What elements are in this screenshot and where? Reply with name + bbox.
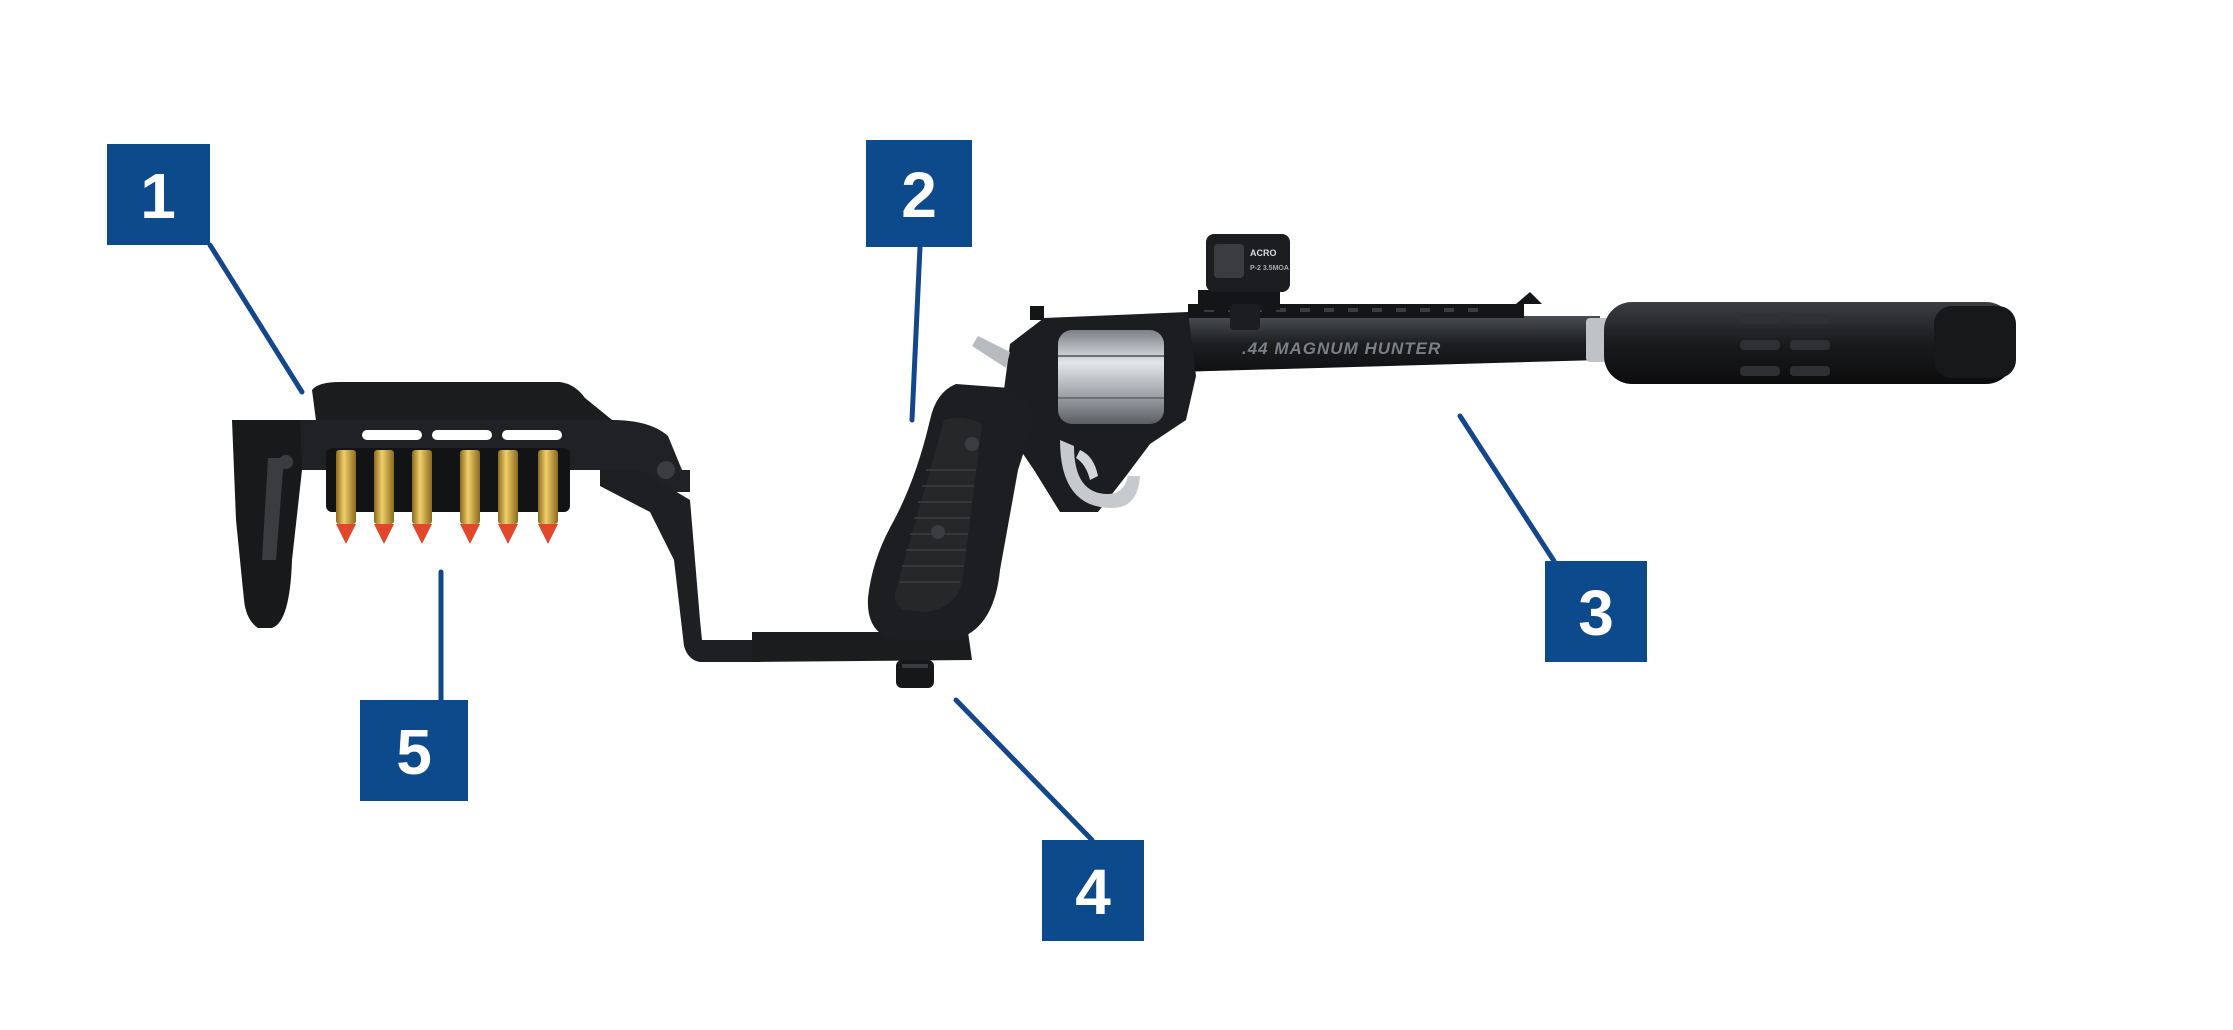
callout-3: 3 — [1545, 561, 1647, 662]
cartridge — [336, 450, 356, 544]
optic-model: P-2 3.5MOA — [1250, 265, 1289, 272]
suppressor-texture — [1740, 314, 1830, 376]
cartridge — [374, 450, 394, 544]
callout-label-1: 1 — [140, 160, 176, 232]
optic-mount — [1198, 290, 1280, 310]
callout-label-3: 3 — [1578, 577, 1614, 649]
callout-box — [1545, 561, 1647, 662]
butt-pad-slot — [262, 458, 284, 560]
trigger — [1076, 450, 1098, 480]
front-sight — [1516, 292, 1542, 304]
suppressor — [1586, 302, 2016, 384]
leader-line-2 — [909, 244, 923, 423]
trigger-guard — [1060, 440, 1140, 508]
barrel-engraving: .44 MAGNUM HUNTER — [1242, 339, 1441, 358]
leader-line-3 — [1457, 413, 1557, 564]
callout-box — [360, 700, 468, 801]
optic-brand: ACRO — [1250, 248, 1277, 258]
callout-box — [1042, 840, 1144, 941]
hinge-knob-grip — [902, 664, 928, 668]
stock-window — [432, 430, 492, 440]
butt-pad-screw — [279, 455, 293, 469]
leader-lines — [207, 242, 1557, 843]
stock-window — [362, 430, 422, 440]
leader-line-1 — [207, 242, 305, 395]
grip-panel — [895, 417, 982, 612]
optic-window — [1214, 244, 1244, 278]
cylinder — [1058, 330, 1164, 424]
barrel — [1160, 316, 1600, 372]
callout-box — [107, 144, 210, 245]
grip-medallion — [965, 437, 979, 451]
callout-5: 5 — [360, 700, 468, 801]
ammo-carrier — [326, 448, 570, 544]
leader-line-4 — [953, 697, 1095, 843]
callout-4: 4 — [1042, 840, 1144, 941]
rear-sight — [1030, 306, 1044, 320]
stock-strut — [600, 470, 760, 662]
stock-window — [502, 430, 562, 440]
cartridge — [538, 450, 558, 544]
suppressor-endcap — [1934, 306, 2016, 378]
callout-box — [866, 140, 972, 247]
red-dot-optic: ACRO P-2 3.5MOA — [1198, 234, 1290, 330]
cartridge — [412, 450, 432, 544]
callout-label-4: 4 — [1075, 856, 1111, 928]
callout-label-5: 5 — [396, 716, 432, 788]
hammer — [972, 336, 1010, 368]
grip-screw — [931, 525, 945, 539]
cartridge — [498, 450, 518, 544]
callout-2: 2 — [866, 140, 972, 247]
revolver: .44 MAGNUM HUNTER — [867, 292, 1600, 640]
callout-1: 1 — [107, 144, 210, 245]
callout-label-2: 2 — [901, 159, 937, 231]
ammo-carrier-body — [326, 448, 570, 512]
hinge-screw — [657, 461, 675, 479]
cartridge — [460, 450, 480, 544]
optic-mount-knob — [1230, 304, 1260, 330]
